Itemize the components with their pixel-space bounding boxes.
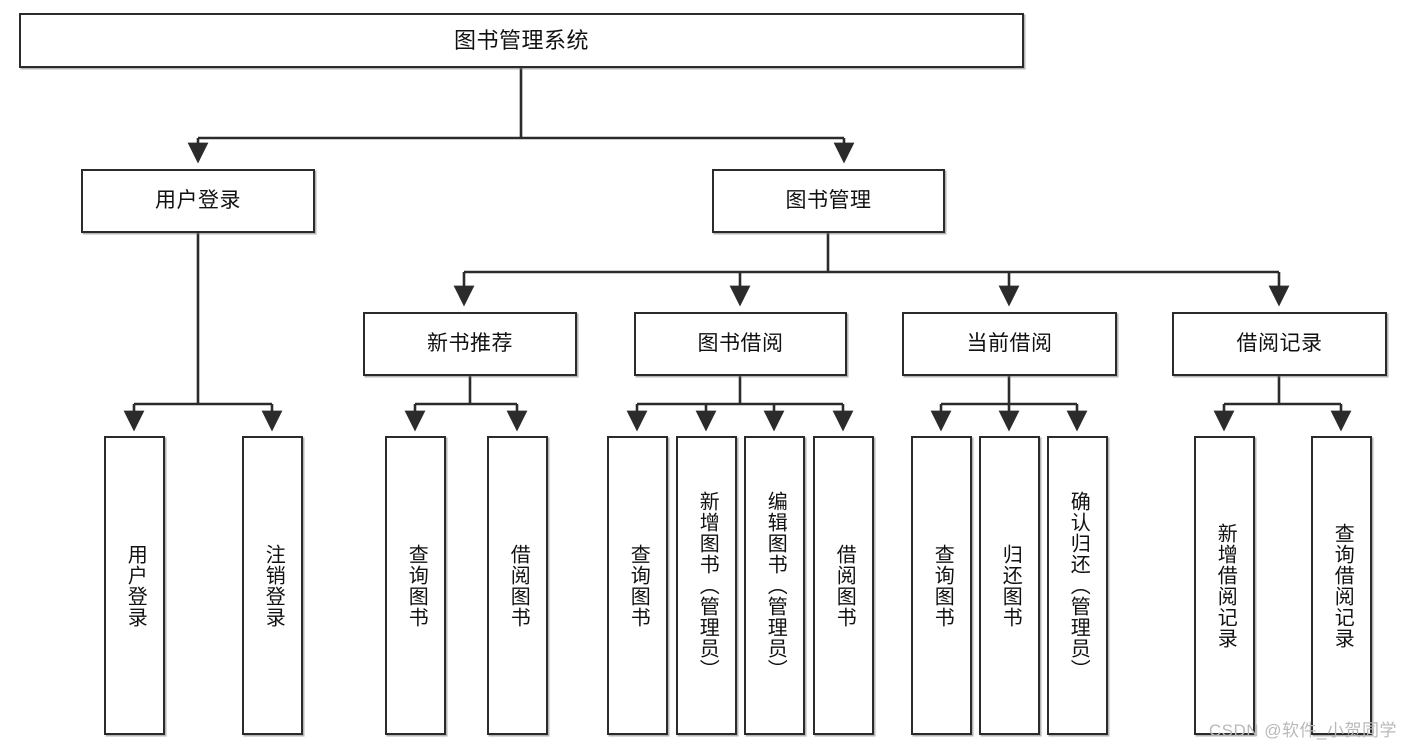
node-label: 查询借阅记录 bbox=[1331, 522, 1354, 649]
node-borrow-record[interactable]: 借阅记录 bbox=[1172, 312, 1387, 376]
node-label: 新书推荐 bbox=[427, 331, 513, 355]
node-book-borrow[interactable]: 图书借阅 bbox=[634, 312, 847, 376]
node-new-book-recommend[interactable]: 新书推荐 bbox=[363, 312, 577, 376]
node-label: 当前借阅 bbox=[966, 331, 1053, 355]
node-leaf-logout-login[interactable]: 注销登录 bbox=[242, 436, 303, 735]
node-label: 新增图书（管理员） bbox=[696, 491, 719, 680]
node-leaf-edit-book[interactable]: 编辑图书（管理员） bbox=[744, 436, 805, 735]
node-label: 查询图书 bbox=[627, 543, 650, 628]
node-label: 归还图书 bbox=[999, 543, 1022, 628]
node-leaf-return-book[interactable]: 归还图书 bbox=[979, 436, 1040, 735]
node-label: 借阅图书 bbox=[833, 543, 856, 628]
node-leaf-borrow-book-1[interactable]: 借阅图书 bbox=[487, 436, 548, 735]
node-leaf-add-book[interactable]: 新增图书（管理员） bbox=[676, 436, 737, 735]
node-current-borrow[interactable]: 当前借阅 bbox=[902, 312, 1117, 376]
node-label: 借阅记录 bbox=[1236, 331, 1323, 355]
node-label: 图书管理 bbox=[785, 188, 872, 212]
node-label: 查询图书 bbox=[405, 543, 428, 628]
node-leaf-query-book-3[interactable]: 查询图书 bbox=[911, 436, 972, 735]
node-label: 用户登录 bbox=[124, 543, 147, 628]
node-label: 图书借阅 bbox=[697, 331, 784, 355]
node-label: 注销登录 bbox=[262, 543, 285, 628]
node-label: 查询图书 bbox=[931, 543, 954, 628]
node-root-book-management-system[interactable]: 图书管理系统 bbox=[19, 13, 1024, 68]
node-leaf-query-book-1[interactable]: 查询图书 bbox=[385, 436, 446, 735]
watermark: CSDN @软件_小贺同学 bbox=[1208, 721, 1397, 740]
node-leaf-query-book-2[interactable]: 查询图书 bbox=[607, 436, 668, 735]
node-label: 编辑图书（管理员） bbox=[764, 491, 787, 680]
node-leaf-query-borrow-record[interactable]: 查询借阅记录 bbox=[1311, 436, 1372, 735]
node-label: 确认归还（管理员） bbox=[1067, 491, 1090, 680]
node-user-login[interactable]: 用户登录 bbox=[81, 169, 315, 233]
node-book-management[interactable]: 图书管理 bbox=[712, 169, 945, 233]
node-label: 图书管理系统 bbox=[453, 27, 589, 53]
node-leaf-borrow-book-2[interactable]: 借阅图书 bbox=[813, 436, 874, 735]
node-label: 借阅图书 bbox=[507, 543, 530, 628]
node-label: 用户登录 bbox=[155, 188, 241, 212]
node-leaf-user-login[interactable]: 用户登录 bbox=[104, 436, 165, 735]
node-leaf-add-borrow-record[interactable]: 新增借阅记录 bbox=[1194, 436, 1255, 735]
node-label: 新增借阅记录 bbox=[1214, 522, 1237, 649]
node-leaf-confirm-return[interactable]: 确认归还（管理员） bbox=[1047, 436, 1108, 735]
